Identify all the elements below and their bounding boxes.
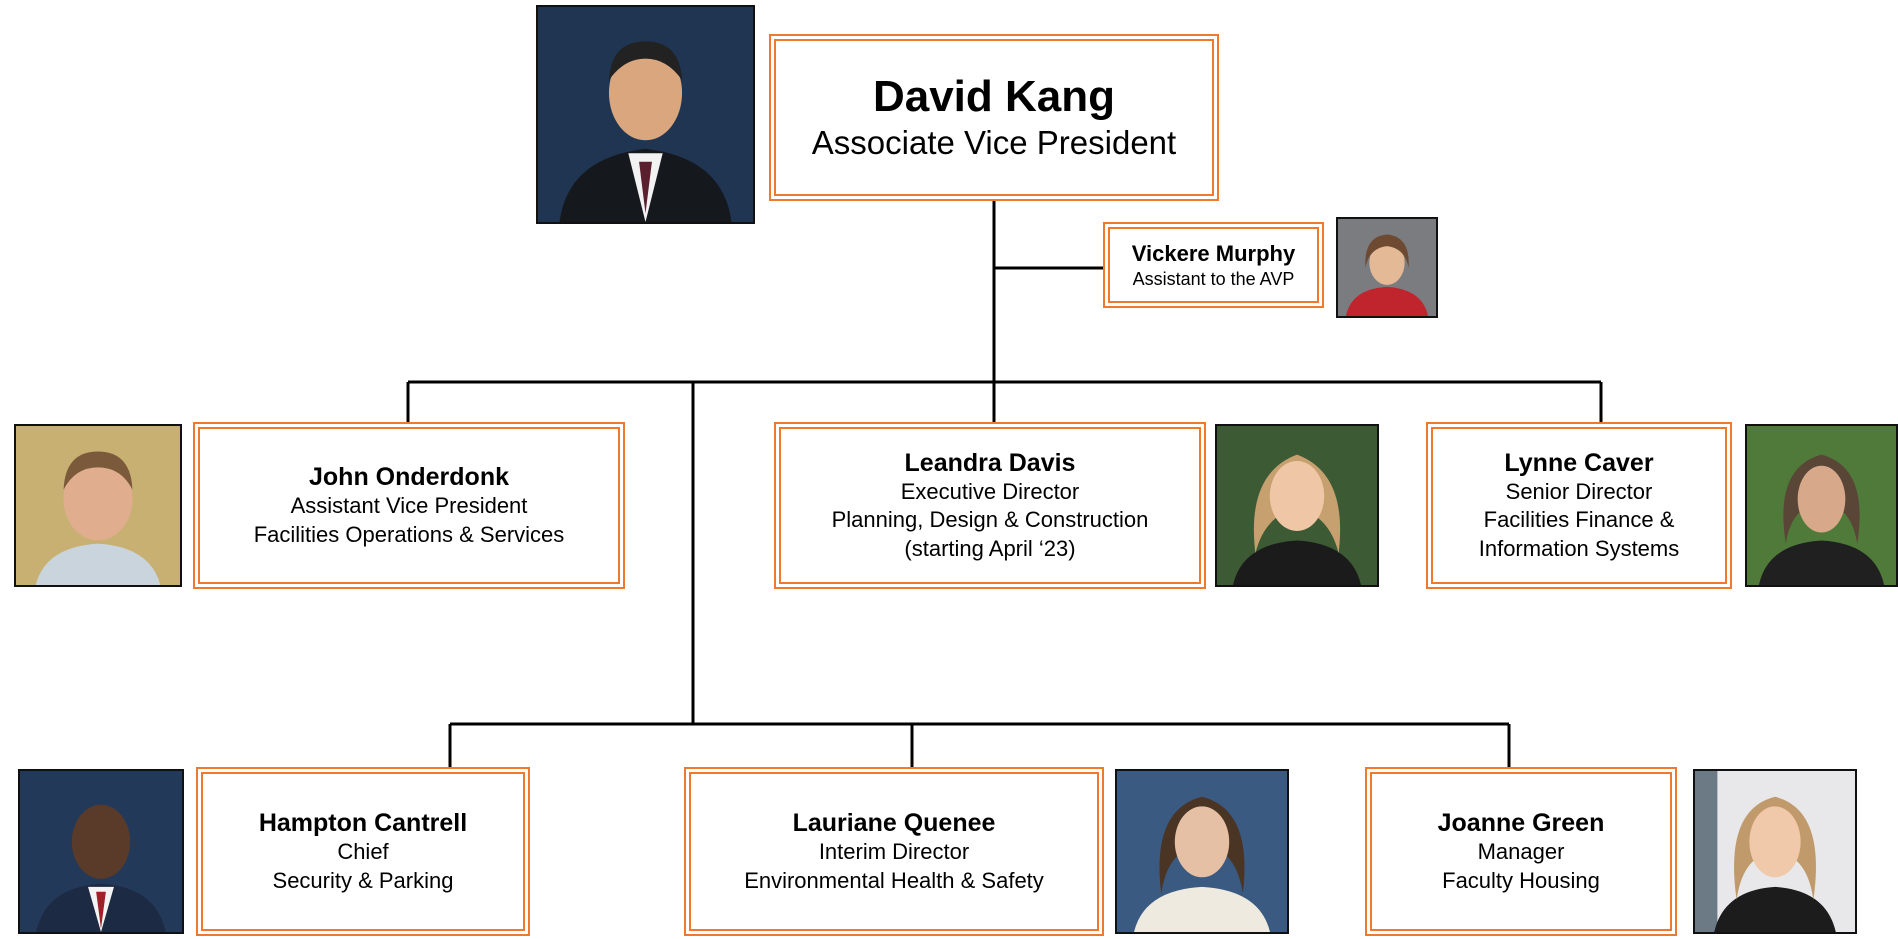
leandra-role-line-3: (starting April ‘23) bbox=[904, 535, 1076, 561]
head-name: David Kang bbox=[872, 71, 1116, 121]
john-name: John Onderdonk bbox=[309, 462, 509, 491]
lynne-name: Lynne Caver bbox=[1504, 448, 1654, 477]
box-lynne-caver: Lynne Caver Senior Director Facilities F… bbox=[1426, 422, 1732, 589]
lauriane-role-line-2: Environmental Health & Safety bbox=[744, 867, 1044, 893]
box-assistant: Vickere Murphy Assistant to the AVP bbox=[1103, 222, 1324, 308]
hampton-role-line-1: Chief bbox=[337, 838, 389, 864]
lauriane-role-line-1: Interim Director bbox=[818, 838, 970, 864]
box-head: David Kang Associate Vice President bbox=[769, 34, 1219, 201]
photo-joanne-green bbox=[1693, 769, 1857, 934]
portrait-icon bbox=[1117, 771, 1287, 932]
box-john-onderdonk: John Onderdonk Assistant Vice President … bbox=[193, 422, 625, 589]
portrait-icon bbox=[1695, 771, 1855, 932]
box-hampton-cantrell: Hampton Cantrell Chief Security & Parkin… bbox=[196, 767, 530, 936]
portrait-icon bbox=[20, 771, 182, 932]
photo-john-onderdonk bbox=[14, 424, 182, 587]
leandra-name: Leandra Davis bbox=[904, 448, 1076, 477]
assistant-role: Assistant to the AVP bbox=[1132, 268, 1295, 289]
portrait-icon bbox=[1747, 426, 1896, 585]
john-role-line-2: Facilities Operations & Services bbox=[253, 521, 565, 547]
head-role: Associate Vice President bbox=[811, 124, 1177, 162]
joanne-name: Joanne Green bbox=[1437, 808, 1605, 837]
hampton-name: Hampton Cantrell bbox=[258, 808, 468, 837]
photo-vickere-murphy bbox=[1336, 217, 1438, 318]
portrait-icon bbox=[16, 426, 180, 585]
box-leandra-davis: Leandra Davis Executive Director Plannin… bbox=[774, 422, 1206, 589]
box-joanne-green: Joanne Green Manager Faculty Housing bbox=[1365, 767, 1677, 936]
leandra-role-line-1: Executive Director bbox=[900, 478, 1080, 504]
lynne-role-line-1: Senior Director bbox=[1505, 478, 1653, 504]
portrait-icon bbox=[1338, 219, 1436, 316]
lauriane-name: Lauriane Quenee bbox=[792, 808, 996, 837]
photo-lynne-caver bbox=[1745, 424, 1898, 587]
joanne-role-line-1: Manager bbox=[1477, 838, 1565, 864]
hampton-role-line-2: Security & Parking bbox=[272, 867, 454, 893]
joanne-role-line-2: Faculty Housing bbox=[1442, 867, 1600, 893]
john-role-line-1: Assistant Vice President bbox=[290, 492, 528, 518]
photo-lauriane-quenee bbox=[1115, 769, 1289, 934]
lynne-role-line-3: Information Systems bbox=[1478, 535, 1680, 561]
box-lauriane-quenee: Lauriane Quenee Interim Director Environ… bbox=[684, 767, 1104, 936]
lynne-role-line-2: Facilities Finance & bbox=[1483, 507, 1675, 533]
assistant-name: Vickere Murphy bbox=[1131, 241, 1296, 266]
photo-leandra-davis bbox=[1215, 424, 1379, 587]
portrait-icon bbox=[1217, 426, 1377, 585]
leandra-role-line-2: Planning, Design & Construction bbox=[831, 507, 1149, 533]
photo-david-kang bbox=[536, 5, 755, 224]
photo-hampton-cantrell bbox=[18, 769, 184, 934]
portrait-icon bbox=[538, 7, 753, 222]
